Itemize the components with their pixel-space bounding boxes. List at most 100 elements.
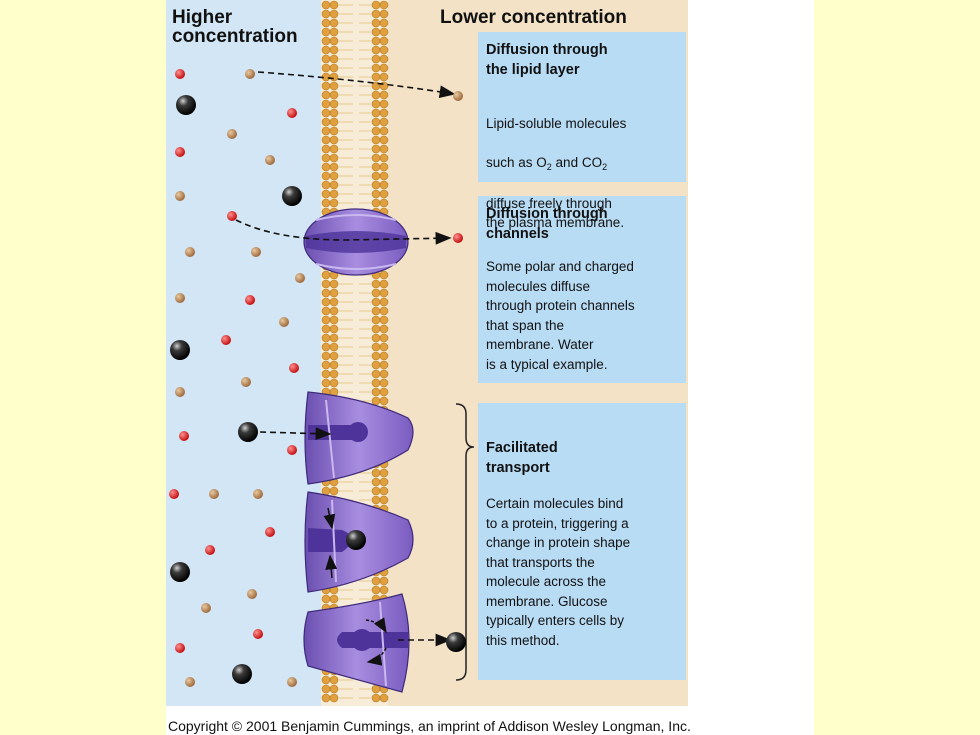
phospholipid-head — [321, 99, 331, 109]
phospholipid-head — [329, 153, 339, 163]
tan-molecule — [253, 489, 263, 499]
phospholipid-head — [379, 126, 389, 136]
black-molecule — [446, 632, 466, 652]
phospholipid-head — [321, 108, 331, 118]
shape-change-arrow-up — [325, 554, 338, 579]
phospholipid-head — [371, 162, 381, 172]
phospholipid-head — [321, 351, 331, 361]
phospholipid-head — [379, 99, 389, 109]
phospholipid-head — [379, 45, 389, 55]
lipid-layer-box — [478, 32, 686, 182]
phospholipid-head — [321, 162, 331, 172]
phospholipid-head — [371, 486, 381, 496]
phospholipid-head — [321, 198, 331, 208]
phospholipid-head — [329, 27, 339, 37]
phospholipid-head — [379, 27, 389, 37]
phospholipid-head — [329, 315, 339, 325]
phospholipid-head — [329, 360, 339, 370]
phospholipid-head — [329, 171, 339, 181]
phospholipid-head — [371, 495, 381, 505]
o2-subscript: 2 — [546, 161, 552, 172]
phospholipid-head — [371, 378, 381, 388]
phospholipid-head — [321, 360, 331, 370]
phospholipid-head — [379, 333, 389, 343]
membrane-transport-figure: Higher concentration Lower concentration… — [166, 0, 814, 735]
phospholipid-head — [371, 135, 381, 145]
phospholipid-head — [329, 162, 339, 172]
tan-molecule — [247, 589, 257, 599]
phospholipid-head — [371, 360, 381, 370]
facilitated-transport-bracket — [455, 403, 475, 681]
tan-molecule — [175, 191, 185, 201]
phospholipid-head — [329, 117, 339, 127]
phospholipid-head — [321, 90, 331, 100]
phospholipid-head — [371, 315, 381, 325]
phospholipid-head — [329, 72, 339, 82]
phospholipid-head — [329, 36, 339, 46]
phospholipid-head — [379, 324, 389, 334]
phospholipid-head — [329, 63, 339, 73]
phospholipid-head — [379, 576, 389, 586]
channels-description: Some polar and charged molecules diffuse… — [486, 259, 635, 372]
black-molecule — [282, 186, 302, 206]
lipid-layer-line-3: diffuse freely through the plasma membra… — [486, 195, 625, 231]
phospholipid-head — [379, 288, 389, 298]
phospholipid-head — [371, 189, 381, 199]
phospholipid-head — [379, 180, 389, 190]
phospholipid-head — [321, 189, 331, 199]
red-molecule — [453, 233, 463, 243]
black-molecule — [346, 530, 366, 550]
tan-molecule — [279, 317, 289, 327]
phospholipid-head — [379, 351, 389, 361]
phospholipid-head — [329, 108, 339, 118]
phospholipid-head — [379, 144, 389, 154]
phospholipid-head — [329, 324, 339, 334]
phospholipid-head — [329, 693, 339, 703]
phospholipid-head — [379, 693, 389, 703]
red-molecule — [221, 335, 231, 345]
phospholipid-head — [321, 369, 331, 379]
phospholipid-head — [371, 585, 381, 595]
phospholipid-head — [371, 108, 381, 118]
phospholipid-head — [321, 27, 331, 37]
molecules-layer — [169, 69, 466, 687]
phospholipid-head — [379, 0, 389, 10]
rotation-arrow-top — [365, 617, 387, 634]
phospholipid-head — [379, 135, 389, 145]
phospholipid-head — [379, 198, 389, 208]
phospholipid-head — [371, 198, 381, 208]
phospholipid-head — [371, 288, 381, 298]
tan-molecule — [209, 489, 219, 499]
phospholipid-head — [329, 81, 339, 91]
tan-molecule — [185, 247, 195, 257]
phospholipid-head — [329, 99, 339, 109]
phospholipid-head — [329, 297, 339, 307]
channel-protein — [303, 208, 409, 276]
phospholipid-head — [321, 63, 331, 73]
phospholipid-head — [321, 279, 331, 289]
phospholipid-head — [329, 486, 339, 496]
red-molecule — [175, 643, 185, 653]
phospholipid-head — [321, 288, 331, 298]
lipid-layer-description: Lipid-soluble molecules such as O2 and C… — [486, 94, 626, 252]
red-molecule — [175, 69, 185, 79]
phospholipid-head — [321, 153, 331, 163]
tan-molecule — [265, 155, 275, 165]
phospholipid-head — [329, 54, 339, 64]
black-molecule — [170, 340, 190, 360]
co2-text: and CO — [551, 154, 603, 170]
phospholipid-head — [321, 126, 331, 136]
phospholipid-head — [379, 153, 389, 163]
phospholipid-head — [379, 117, 389, 127]
co2-subscript: 2 — [602, 161, 608, 172]
phospholipid-head — [371, 90, 381, 100]
facilitated-transport-title: Facilitated transport — [486, 440, 558, 476]
phospholipid-head — [371, 27, 381, 37]
red-molecule — [205, 545, 215, 555]
phospholipid-head — [321, 45, 331, 55]
phospholipid-head — [379, 315, 389, 325]
phospholipid-head — [321, 297, 331, 307]
phospholipid-head — [371, 54, 381, 64]
phospholipid-head — [371, 477, 381, 487]
phospholipid-head — [379, 495, 389, 505]
